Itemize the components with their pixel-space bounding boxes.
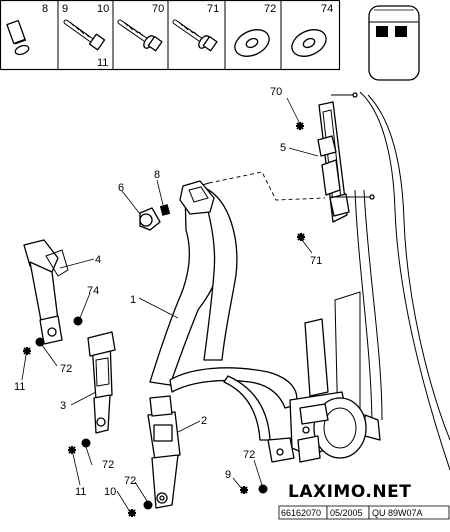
callout-4: 4 [95, 254, 101, 266]
belt-webbing [149, 187, 298, 441]
buckle-stalk [23, 239, 69, 345]
callout-3: 3 [60, 400, 66, 412]
footer-code: QU 89W07A [372, 508, 423, 518]
fasteners [23, 316, 268, 517]
plug-icon [6, 19, 30, 56]
watermark: LAXIMO.NET [288, 482, 411, 502]
vehicle-locator-icon [368, 5, 420, 81]
callout-72-a: 72 [60, 363, 72, 375]
buckle-tongue [147, 395, 181, 509]
callout-2: 2 [201, 415, 207, 427]
bolt-icon [63, 19, 106, 51]
cap [139, 207, 161, 231]
callout-72-c: 72 [124, 475, 136, 487]
d-ring-guide [179, 180, 215, 215]
header-ref-9: 9 [62, 3, 68, 15]
callout-11-upper: 11 [14, 381, 25, 393]
reference-footer: 66162070 05/2005 QU 89W07A [278, 505, 450, 520]
bolt-icon-70 [296, 122, 304, 130]
lower-anchor [267, 437, 295, 463]
center-buckle [87, 331, 116, 434]
flange-bolt-icon [117, 19, 163, 52]
header-ref-8: 8 [42, 3, 48, 15]
callout-70: 70 [270, 86, 282, 98]
flange-bolt-icon [172, 19, 218, 52]
callout-9: 9 [225, 469, 231, 481]
header-ref-74: 74 [321, 3, 333, 15]
header-ref-71: 71 [207, 3, 219, 15]
header-ref-70: 70 [152, 3, 164, 15]
parts-legend-box: 8 9 10 11 70 71 [0, 0, 341, 71]
callout-10: 10 [104, 486, 116, 498]
callouts: 1 2 3 4 5 6 8 9 10 11 11 70 71 72 72 72 … [14, 86, 322, 498]
callout-71: 71 [310, 255, 322, 267]
header-ref-72: 72 [264, 3, 276, 15]
footer-date: 05/2005 [330, 508, 363, 518]
retractor [289, 318, 367, 463]
leader-lines [21, 147, 319, 513]
callout-11-lower: 11 [75, 486, 86, 498]
callout-74: 74 [87, 285, 99, 297]
callout-72-d: 72 [243, 449, 255, 461]
bolt-icon-71 [297, 233, 305, 241]
callout-6: 6 [118, 182, 124, 194]
washer-icon [291, 29, 327, 57]
footer-part-number: 66162070 [281, 508, 321, 518]
callout-8: 8 [154, 169, 160, 181]
header-ref-11: 11 [97, 57, 108, 69]
callout-1: 1 [130, 294, 136, 306]
washer-icon [234, 29, 270, 57]
header-ref-10: 10 [97, 3, 109, 15]
callout-5: 5 [280, 142, 286, 154]
height-adjuster [317, 92, 375, 223]
callout-72-b: 72 [102, 459, 114, 471]
plug [159, 204, 171, 216]
